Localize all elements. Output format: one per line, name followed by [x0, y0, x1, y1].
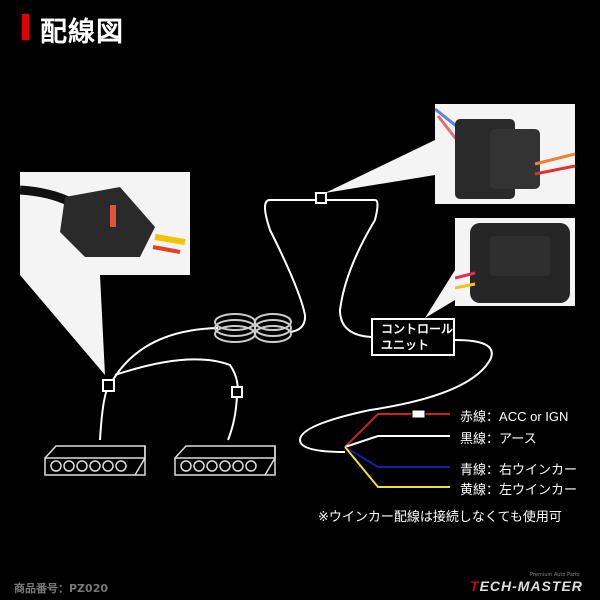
callout-control-unit [425, 270, 455, 318]
legend-yellow: 黄線：左ウインカー [460, 482, 578, 497]
control-unit-label: コントロール ユニット [371, 318, 455, 356]
title-accent-bar [22, 14, 29, 40]
junction-connector [315, 192, 327, 204]
left-connector-photo [20, 172, 190, 275]
led-bar-right [174, 445, 276, 476]
coil-icon [214, 313, 292, 343]
legend-blue: 青線：右ウインカー [460, 462, 578, 477]
brand-tagline: Premium Auto Parts [530, 572, 580, 578]
control-unit-line2: ユニット [381, 338, 430, 352]
legend-red: 赤線：ACC or IGN [460, 409, 569, 424]
junction-connector [231, 386, 243, 398]
control-unit-photo [455, 218, 575, 306]
top-right-connector-photo [435, 104, 575, 204]
wiring-note: ※ウインカー配線は接続しなくても使用可 [318, 510, 562, 525]
product-code: 商品番号：PZ020 [14, 582, 108, 595]
connector-icon [435, 107, 575, 199]
junction-connector [102, 379, 115, 392]
control-unit-line1: コントロール [381, 322, 454, 336]
callout-top-right [325, 140, 435, 193]
page-title: 配線図 [40, 17, 124, 48]
connector-icon [20, 185, 186, 257]
fuse-icon [411, 409, 426, 419]
legend-black: 黒線：アース [460, 431, 537, 446]
led-bar-left [44, 445, 146, 476]
control-unit-icon [455, 223, 570, 303]
brand-logo: TECH-MASTER [470, 578, 583, 594]
callout-left [20, 275, 105, 375]
